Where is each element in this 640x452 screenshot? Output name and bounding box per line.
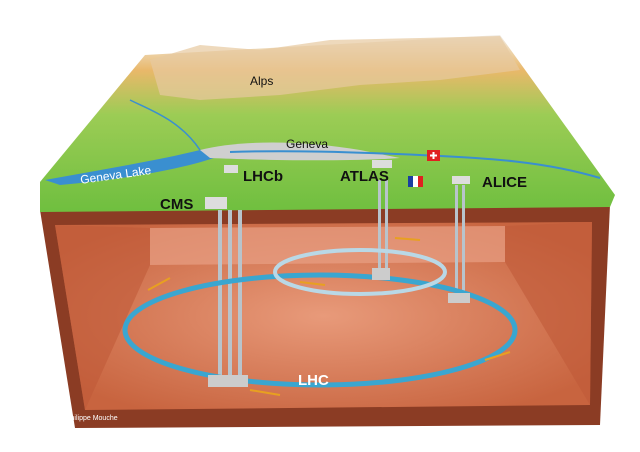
label-lhc: LHC [298, 372, 329, 389]
label-lhcb: LHCb [243, 168, 283, 185]
label-alps: Alps [250, 74, 274, 88]
label-cms: CMS [160, 196, 194, 213]
label-atlas: ATLAS [340, 168, 389, 185]
cms-surface-building [205, 197, 227, 209]
cavern-left-wall [55, 225, 150, 410]
alice-surface-building [452, 176, 470, 184]
label-geneva: Geneva [286, 137, 329, 151]
river-2 [129, 99, 201, 151]
cavern-back-wall [150, 226, 505, 265]
beam-direction-arrows [147, 237, 511, 396]
geneva-lake [45, 150, 230, 185]
cavern-right-wall [505, 222, 592, 405]
atlas-detector [372, 268, 390, 280]
mountains [150, 36, 520, 100]
label-alice: ALICE [482, 174, 527, 191]
lhc-ring [122, 272, 518, 388]
french-flag-icon [408, 176, 423, 187]
river [229, 150, 601, 179]
lhcb-surface-building [224, 165, 238, 173]
shafts [218, 180, 465, 380]
illustration-credit: Illustration Philippe Mouche [32, 415, 118, 422]
alice-detector [448, 293, 470, 303]
atlas-surface-building [372, 160, 392, 168]
sps-ring [273, 248, 447, 296]
cms-detector [208, 375, 248, 387]
